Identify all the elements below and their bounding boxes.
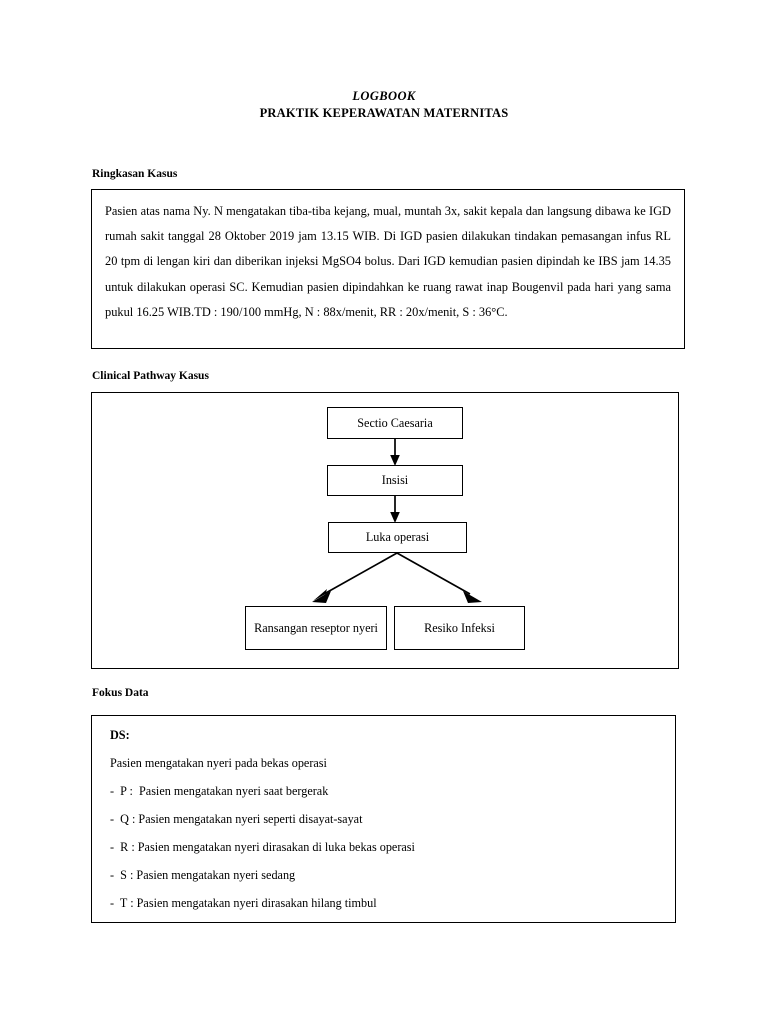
flow-node-ransangan-reseptor-nyeri: Ransangan reseptor nyeri xyxy=(245,606,387,650)
heading-fokus-data: Fokus Data xyxy=(92,687,149,699)
flow-node-sectio-caesaria: Sectio Caesaria xyxy=(327,407,463,439)
ringkasan-kasus-box: Pasien atas nama Ny. N mengatakan tiba-t… xyxy=(91,189,685,349)
document-title-block: LOGBOOK PRAKTIK KEPERAWATAN MATERNITAS xyxy=(0,88,768,122)
heading-clinical-pathway: Clinical Pathway Kasus xyxy=(92,370,209,382)
fokus-data-line: - T : Pasien mengatakan nyeri dirasakan … xyxy=(110,896,377,910)
heading-ringkasan-kasus: Ringkasan Kasus xyxy=(92,168,178,180)
clinical-pathway-box: Sectio Caesaria Insisi Luka operasi Rans… xyxy=(91,392,679,669)
fokus-data-line: Pasien mengatakan nyeri pada bekas opera… xyxy=(110,756,327,770)
title-subject: PRAKTIK KEPERAWATAN MATERNITAS xyxy=(259,105,509,120)
flow-node-luka-operasi: Luka operasi xyxy=(328,522,467,553)
fokus-data-line: - R : Pasien mengatakan nyeri dirasakan … xyxy=(110,840,415,854)
fokus-data-box: DS: Pasien mengatakan nyeri pada bekas o… xyxy=(91,715,676,923)
flow-node-resiko-infeksi: Resiko Infeksi xyxy=(394,606,525,650)
flow-node-insisi: Insisi xyxy=(327,465,463,496)
arrow-insisi-to-luka-operasi xyxy=(390,496,400,523)
title-logbook: LOGBOOK xyxy=(352,89,416,103)
arrow-sectio-to-insisi xyxy=(390,439,400,466)
arrow-fork-luka-operasi-to-branches xyxy=(312,552,482,603)
fokus-data-line: - P : Pasien mengatakan nyeri saat berge… xyxy=(110,784,329,798)
fokus-data-line: - S : Pasien mengatakan nyeri sedang xyxy=(110,868,296,882)
ringkasan-kasus-text: Pasien atas nama Ny. N mengatakan tiba-t… xyxy=(105,204,671,319)
fokus-data-line: - Q : Pasien mengatakan nyeri seperti di… xyxy=(110,812,363,826)
ds-label: DS: xyxy=(110,728,130,742)
